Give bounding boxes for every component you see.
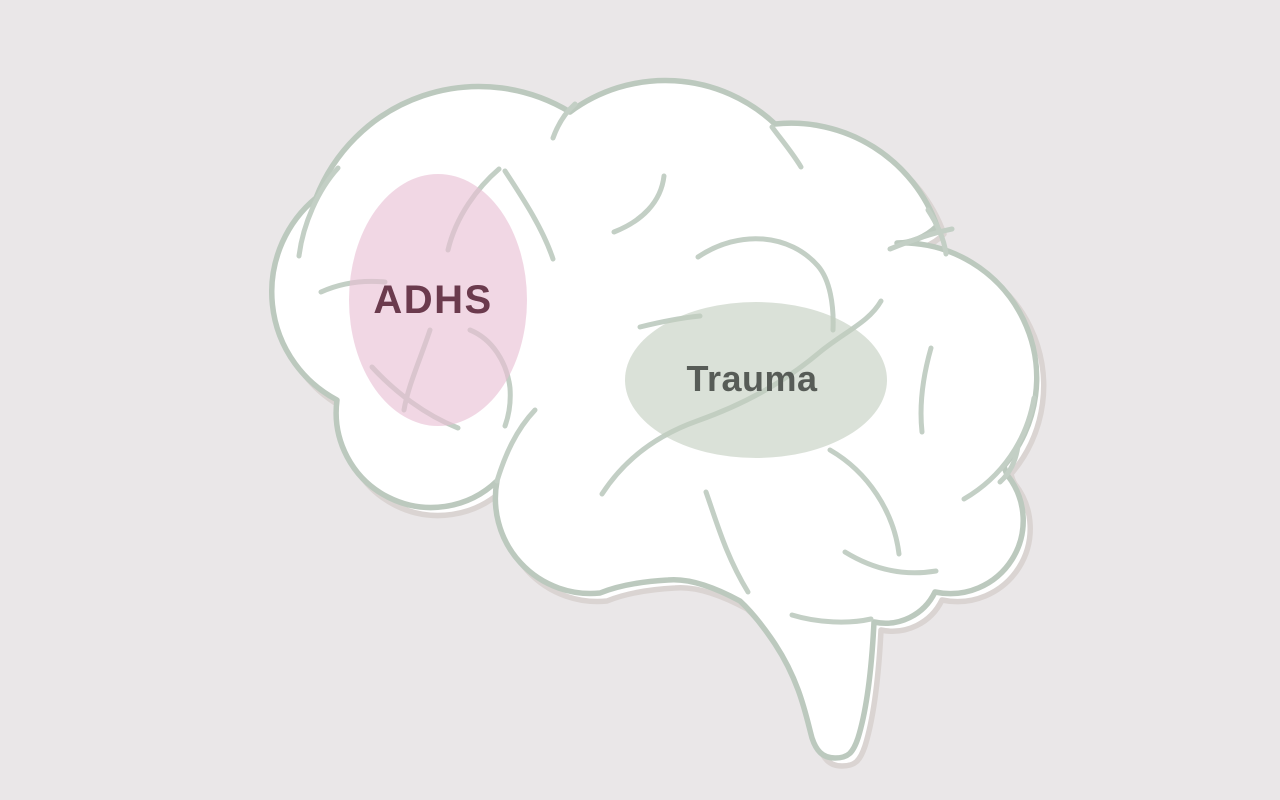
trauma-region-highlight <box>625 302 887 458</box>
gyrus-upper-right-short <box>887 226 955 252</box>
trauma-label: Trauma <box>686 358 818 399</box>
gyrus-tuck-frontal <box>296 165 341 259</box>
gyrus-tuck-top-left <box>550 101 578 141</box>
gyrus-top-middle <box>611 173 667 235</box>
brainstem-fold-line <box>789 612 874 625</box>
gyrus-parietal-hook <box>695 236 836 333</box>
gyrus-frontal-upper-right <box>502 168 556 262</box>
cerebellum-arc-upper <box>827 447 902 557</box>
adhs-region-highlight <box>349 174 527 426</box>
cerebellum-arc-lower <box>842 549 939 576</box>
gyrus-temporal-vertical <box>703 489 751 595</box>
gyrus-temporal-tuck <box>494 407 538 484</box>
gyrus-occipital-arc <box>961 395 1037 502</box>
gyrus-tuck-top-right <box>769 124 804 170</box>
adhs-label: ADHS <box>373 278 492 322</box>
gyrus-right-vertical <box>918 345 934 435</box>
